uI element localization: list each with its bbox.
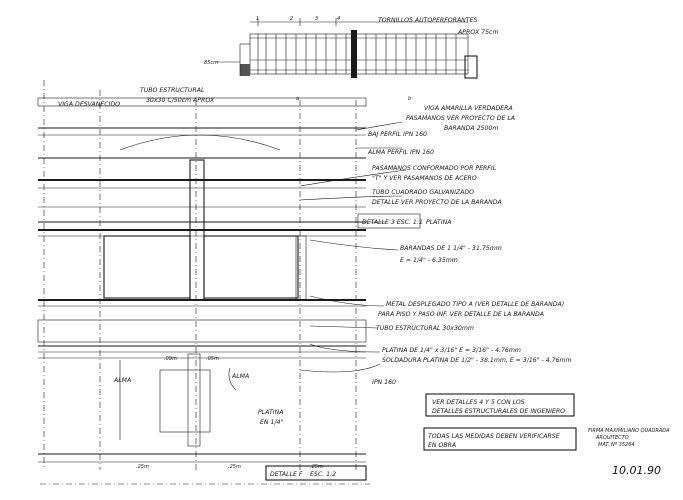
label-detalle-3: DETALLE 3 ESC. 1:1 bbox=[362, 219, 423, 226]
label-metal-desplegado: METAL DESPLEGADO TIPO A (VER DETALLE DE … bbox=[386, 301, 564, 308]
label-barandas: BARANDAS DE 1 1/4" - 31.75mm bbox=[400, 245, 502, 252]
title-block: DETALLE F ESC. 1:2 FIRMA MAXIMILIANO QUA… bbox=[40, 428, 670, 485]
top-plan-detail: 1 2 3 4 a b TORNILLOS AUTOPERFORANTES AP… bbox=[204, 16, 498, 102]
label-tubo-estructural-2: TUBO ESTRUCTURAL 30x30mm bbox=[376, 325, 474, 332]
label-tubo-estructural: TUBO ESTRUCTURAL bbox=[140, 87, 205, 94]
detalle-f-box bbox=[265, 465, 367, 481]
label-metal-desplegado-2: PARA PISO Y PASO INF. VER DETALLE DE LA … bbox=[378, 311, 544, 318]
architect-title: ARQUITECTO bbox=[595, 435, 629, 441]
label-soldadura: SOLDADURA PLATINA DE 1/2" - 38.1mm, E = … bbox=[382, 357, 572, 364]
label-alma-right: ALMA bbox=[231, 373, 249, 380]
label-platina: PLATINA bbox=[426, 219, 451, 226]
label-viga-amarilla: VIGA AMARILLA VERDADERA bbox=[424, 105, 513, 112]
label-pasamanos-conformado: PASAMANOS CONFORMADO POR PERFIL bbox=[372, 165, 497, 172]
label-tubo-spec: 30x30 C/50cm APROX bbox=[146, 97, 215, 104]
label-ver-detalles-2: DETALLES ESTRUCTURALES DE INGENIERO bbox=[432, 408, 565, 415]
label-pasamanos-conformado-2: "T" Y VER PASAMANOS DE ACERO bbox=[372, 175, 477, 182]
main-elevation bbox=[37, 80, 367, 470]
label-aprox-75: APROX 75cm bbox=[457, 29, 498, 36]
label-viga-desvanecido: VIGA DESVANECIDO bbox=[58, 101, 120, 108]
dim-25m-c: .25m bbox=[310, 464, 323, 470]
note-box-detalles bbox=[425, 393, 575, 417]
grid-col-2: 2 bbox=[290, 16, 293, 22]
label-todas-medidas: TODAS LAS MEDIDAS DEBEN VERIFICARSE bbox=[428, 433, 560, 440]
ref-a: a bbox=[296, 96, 299, 102]
grid-col-1: 1 bbox=[256, 16, 259, 22]
ref-b: b bbox=[408, 96, 411, 102]
dim-25m-b: .25m bbox=[228, 464, 241, 470]
grid-col-4: 4 bbox=[337, 16, 340, 22]
dim-25m-a: .25m bbox=[136, 464, 149, 470]
label-alma-perfil: ALMA PERFIL IPN 160 bbox=[367, 149, 434, 156]
label-alma-left: ALMA bbox=[113, 377, 131, 384]
mesh-panel-right bbox=[203, 235, 299, 299]
label-detalle-f: DETALLE F bbox=[270, 471, 303, 478]
left-annotations: TUBO ESTRUCTURAL 30x30 C/50cm APROX VIGA… bbox=[58, 87, 323, 470]
drawing-date: 10.01.90 bbox=[612, 464, 661, 477]
detalle-3-box bbox=[357, 213, 421, 229]
label-85cm: 85cm bbox=[204, 60, 218, 66]
architect-name: FIRMA MAXIMILIANO QUADRADA bbox=[588, 428, 670, 434]
label-tornillos: TORNILLOS AUTOPERFORANTES bbox=[378, 17, 478, 24]
note-box-medidas bbox=[423, 427, 577, 451]
mesh-panel-left bbox=[103, 235, 191, 299]
label-platina-de: PLATINA DE 1/4" x 3/16" E = 3/16" - 4.76… bbox=[382, 347, 521, 354]
label-ipn: IPN 160 bbox=[372, 379, 396, 386]
dim-09m: .09m bbox=[164, 356, 177, 362]
label-pasamanos-2: BARANDA 2500m bbox=[444, 125, 498, 132]
label-tubo-cuadrado: TUBO CUADRADO GALVANIZADO bbox=[372, 189, 474, 196]
label-escala: ESC. 1:2 bbox=[310, 471, 336, 478]
label-platina-left: PLATINA bbox=[258, 409, 283, 416]
architect-mat: MAT. Nº 35264 bbox=[598, 442, 635, 448]
label-tubo-cuadrado-2: DETALLE VER PROYECTO DE LA BARANDA bbox=[372, 199, 502, 206]
grid-col-3: 3 bbox=[315, 16, 318, 22]
label-pasamanos: PASAMANOS VER PROYECTO DE LA bbox=[406, 115, 515, 122]
label-perfil-ipn: BAJ PERFIL IPN 160 bbox=[368, 131, 427, 138]
label-ver-detalles: VER DETALLES 4 Y 5 CON LOS bbox=[432, 399, 525, 406]
label-platina-left-2: EN 1/4" bbox=[260, 419, 283, 426]
dim-05m: .05m bbox=[206, 356, 219, 362]
label-todas-medidas-2: EN OBRA bbox=[428, 442, 456, 449]
label-barandas-2: E = 1/4" - 6.35mm bbox=[400, 257, 458, 264]
right-annotations: VIGA AMARILLA VERDADERA PASAMANOS VER PR… bbox=[299, 105, 577, 451]
